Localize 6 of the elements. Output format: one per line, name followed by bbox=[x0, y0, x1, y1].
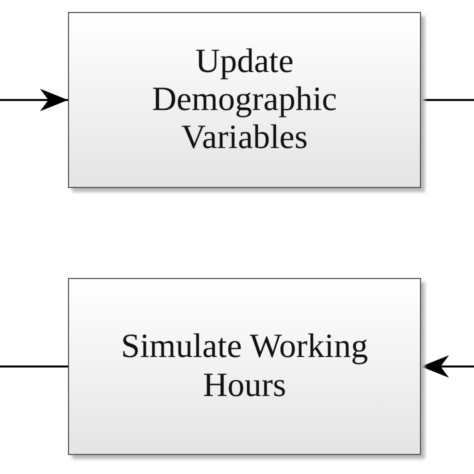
box-label: Simulate Working Hours bbox=[120, 328, 369, 405]
arrow bbox=[0, 88, 68, 112]
process-box bbox=[68, 12, 421, 188]
box-label: Update Demographic Variables bbox=[150, 42, 338, 158]
process-box bbox=[68, 278, 421, 455]
arrow bbox=[421, 355, 474, 378]
